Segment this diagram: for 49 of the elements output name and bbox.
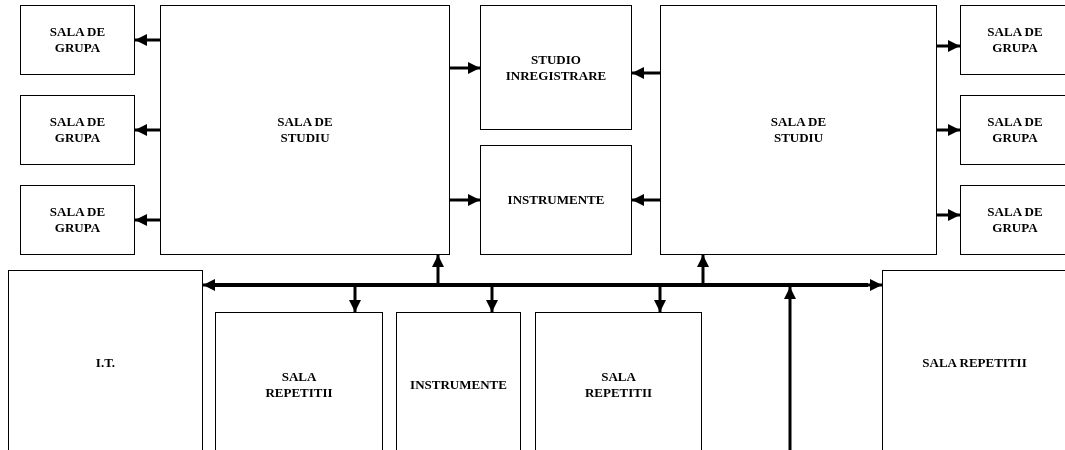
- arrow: [349, 287, 361, 312]
- arrow: [632, 194, 660, 206]
- room-box: [480, 145, 632, 255]
- arrow: [937, 124, 960, 136]
- room-label: STUDIO INREGISTRARE: [504, 51, 608, 84]
- room-box: [960, 5, 1065, 75]
- arrow: [135, 124, 160, 136]
- bus-bar: [215, 283, 868, 287]
- arrow: [697, 255, 709, 283]
- room-label: I.T.: [95, 354, 116, 371]
- arrow: [203, 279, 215, 291]
- room-label: SALA DE STUDIU: [769, 114, 828, 146]
- arrow: [868, 279, 882, 291]
- arrow: [654, 287, 666, 312]
- room-box: [660, 5, 937, 255]
- arrow: [632, 67, 660, 79]
- arrow: [432, 255, 444, 283]
- room-label: INSTRUMENTE: [410, 376, 507, 393]
- arrow: [784, 287, 796, 450]
- room-box: [396, 312, 521, 450]
- room-box: [8, 270, 203, 450]
- room-label: SALA DE GRUPA: [48, 204, 107, 236]
- arrow: [937, 209, 960, 221]
- arrow: [450, 194, 480, 206]
- arrow: [486, 287, 498, 312]
- arrow: [450, 62, 480, 74]
- room-box: [20, 95, 135, 165]
- room-label: SALA DE GRUPA: [48, 24, 107, 56]
- room-box: [535, 312, 702, 450]
- room-label: SALA REPETITII: [583, 368, 654, 401]
- room-label: SALA DE GRUPA: [986, 114, 1044, 146]
- room-box: [882, 270, 1065, 450]
- room-box: [160, 5, 450, 255]
- arrow: [135, 214, 160, 226]
- room-box: [20, 185, 135, 255]
- room-box: [20, 5, 135, 75]
- room-box: [215, 312, 383, 450]
- arrow: [135, 34, 160, 46]
- room-label: INSTRUMENTE: [507, 192, 605, 208]
- room-box: [960, 185, 1065, 255]
- room-label: SALA REPETITII: [264, 368, 334, 401]
- room-label: SALA DE STUDIU: [276, 114, 334, 146]
- room-label: SALA REPETITII: [922, 354, 1027, 371]
- room-label: SALA DE GRUPA: [986, 204, 1044, 236]
- room-label: SALA DE GRUPA: [986, 24, 1044, 56]
- room-label: SALA DE GRUPA: [48, 114, 107, 146]
- arrow: [937, 40, 960, 52]
- room-box: [480, 5, 632, 130]
- room-box: [960, 95, 1065, 165]
